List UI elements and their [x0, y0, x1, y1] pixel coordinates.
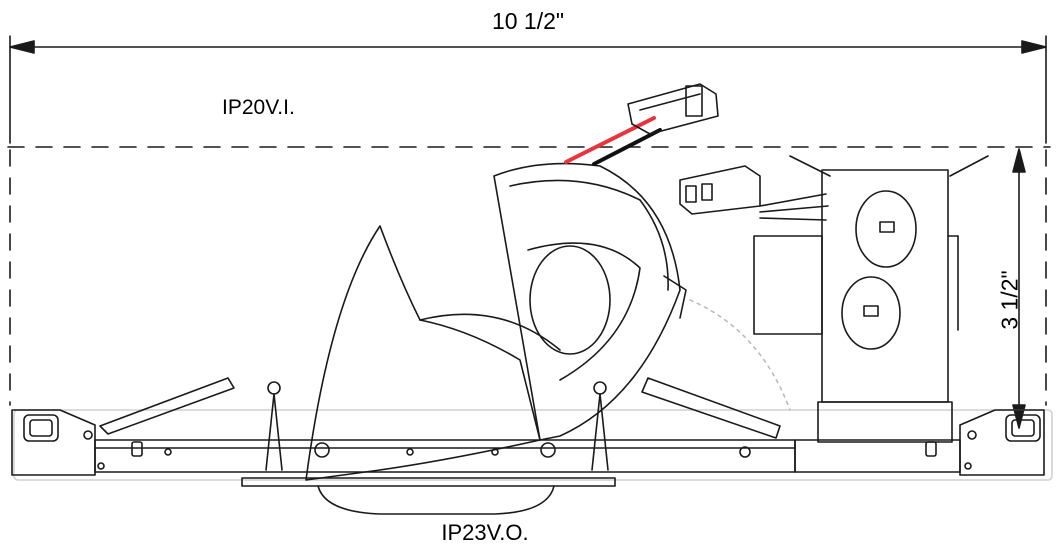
spring-clips	[99, 377, 781, 439]
upper-rating-label: IP20V.I.	[222, 96, 295, 119]
width-dimension-line	[9, 35, 1047, 144]
tilted-lamp-cup	[493, 162, 687, 441]
top-connector	[627, 83, 719, 135]
lower-rating-label: IP23V.O.	[441, 520, 529, 545]
junction-box	[753, 155, 989, 443]
tilt-arc	[689, 299, 791, 411]
torsion-springs	[265, 381, 609, 471]
side-connector	[679, 165, 829, 221]
mounting-rail	[11, 409, 1053, 487]
wire-leads	[564, 116, 662, 166]
height-dimension-label: 3 1/2"	[996, 270, 1023, 330]
ceiling-line	[7, 146, 1051, 406]
width-dimension-label: 10 1/2"	[491, 8, 565, 34]
trim-dome	[317, 485, 555, 515]
reflector-housing	[305, 225, 561, 481]
